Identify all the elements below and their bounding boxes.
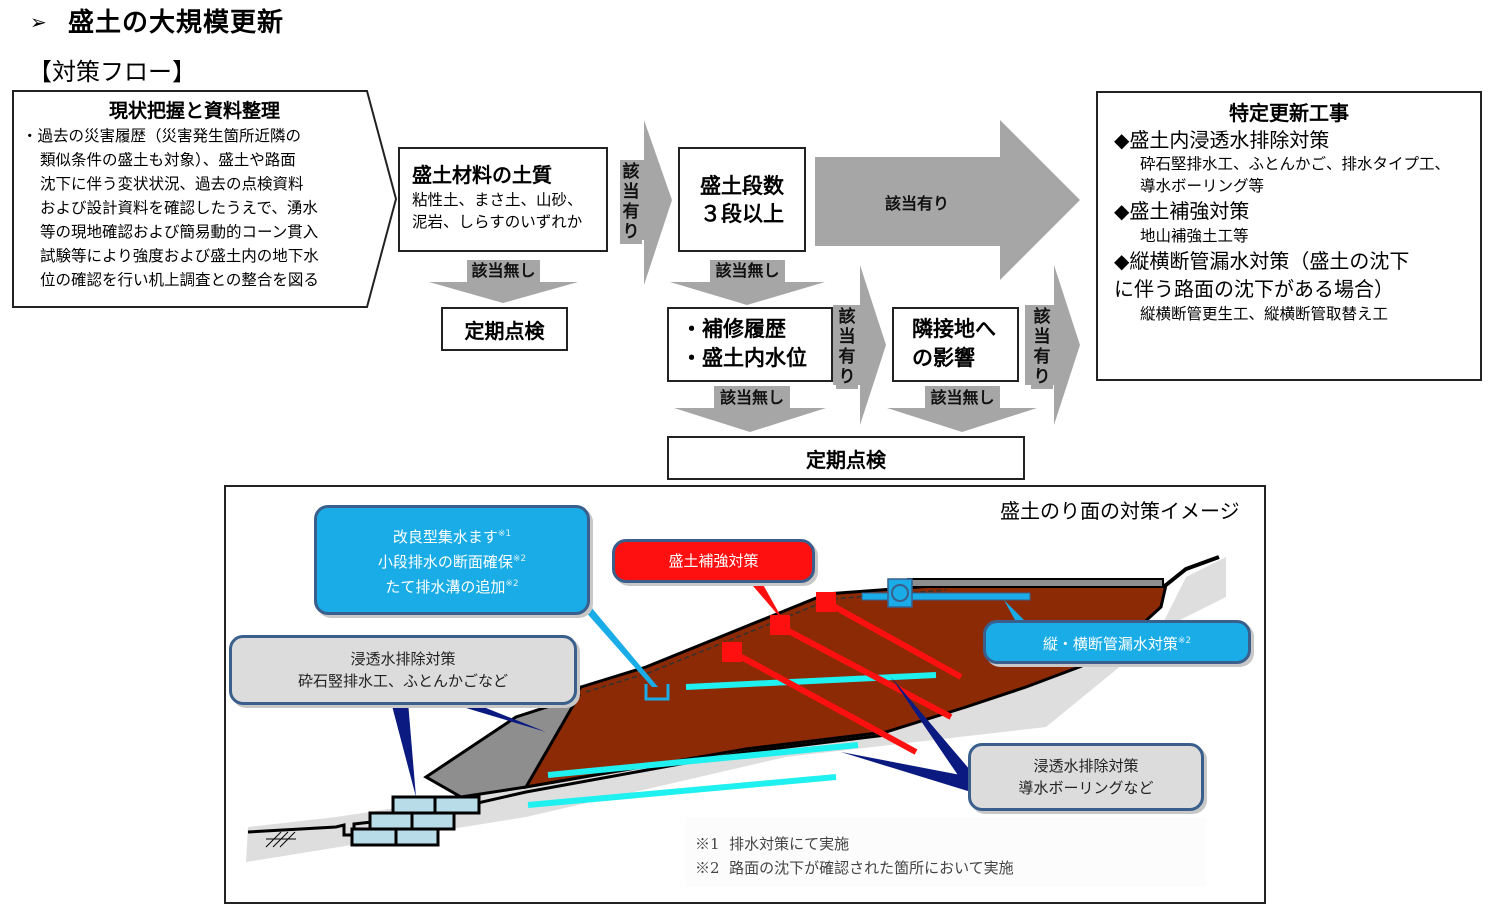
tiers-box: 盛土段数 ３段以上 bbox=[678, 147, 806, 252]
measure-heading: ◆盛土内浸透水排除対策 bbox=[1114, 128, 1330, 152]
applicable-label: 該当有り bbox=[836, 305, 858, 389]
seepage-left-callout: 浸透水排除対策 砕石竪排水工、ふとんかごなど bbox=[229, 635, 577, 705]
history-line: ・補修履歴 bbox=[681, 317, 786, 341]
start-line: 沈下に伴う変状状況、過去の点検資料 bbox=[40, 175, 304, 193]
nail-heads bbox=[722, 592, 836, 662]
measure-detail: 砕石堅排水工、ふとんかご、排水タイプ工、 bbox=[1140, 155, 1451, 173]
measure-heading: ◆盛土補強対策 bbox=[1114, 199, 1250, 223]
applicable-label: 該当有り bbox=[620, 160, 642, 244]
illustration-title: 盛土のり面の対策イメージ bbox=[1000, 499, 1240, 523]
pointer-drainage bbox=[576, 601, 658, 687]
not-applicable-label: 該当無し bbox=[710, 261, 785, 281]
diamond-bullet-icon: ◆ bbox=[1114, 199, 1130, 223]
history-box: ・補修履歴 ・盛土内水位 bbox=[667, 307, 833, 382]
drain-pipe bbox=[547, 742, 859, 778]
pointer-seepage-right-1 bbox=[891, 677, 976, 787]
start-box-text: ・過去の災害履歴（災害発生箇所近隣の 類似条件の盛土も対象）、盛土や路面 沈下に… bbox=[22, 124, 367, 292]
applicable-label: 該当有り bbox=[1031, 305, 1053, 389]
start-line: 試験等により強度および盛土内の地下水 bbox=[40, 247, 319, 265]
flow-subtitle: 【対策フロー】 bbox=[28, 58, 196, 86]
tiers-line: ３段以上 bbox=[700, 201, 784, 226]
history-line: ・盛土内水位 bbox=[681, 346, 807, 370]
start-box-shape bbox=[12, 90, 397, 308]
start-line: ・過去の災害履歴（災害発生箇所近隣の bbox=[22, 127, 302, 145]
specific-renewal-box: 特定更新工事 ◆盛土内浸透水排除対策 砕石堅排水工、ふとんかご、排水タイプ工、 … bbox=[1096, 91, 1482, 381]
measure-heading-cont: に伴う路面の沈下がある場合） bbox=[1114, 277, 1394, 301]
pointer-reinforcement bbox=[741, 572, 784, 622]
soil-nail bbox=[734, 651, 918, 755]
pointer-seepage-left-2 bbox=[446, 702, 546, 732]
pipe bbox=[861, 592, 1031, 601]
measure-detail: 地山補強土工等 bbox=[1140, 227, 1249, 245]
tiers-line: 盛土段数 bbox=[700, 173, 784, 198]
drainage-callout: 改良型集水ます※1 小段排水の断面確保※2 たて排水溝の追加※2 bbox=[314, 505, 590, 615]
soil-material-title: 盛土材料の土質 bbox=[412, 163, 552, 187]
footnote: ※1 排水対策にて実施 bbox=[695, 835, 850, 853]
applicable-label: 該当有り bbox=[885, 194, 950, 213]
periodic-inspection-box: 定期点検 bbox=[441, 307, 568, 351]
drain-pipe bbox=[685, 672, 937, 690]
start-box: 現状把握と資料整理 ・過去の災害履歴（災害発生箇所近隣の 類似条件の盛土も対象）… bbox=[22, 98, 367, 292]
measure-heading: ◆縦横断管漏水対策（盛土の沈下 bbox=[1114, 249, 1410, 273]
measure-detail: 縦横断管更生工、縦横断管取替え工 bbox=[1140, 305, 1389, 323]
not-applicable-label: 該当無し bbox=[714, 388, 790, 408]
soil-nail bbox=[824, 599, 963, 680]
specific-renewal-title: 特定更新工事 bbox=[1229, 101, 1349, 125]
page-title-text: 盛土の大規模更新 bbox=[68, 8, 285, 38]
start-line: 位の確認を行い机上調査との整合を図る bbox=[40, 271, 319, 289]
gabion-blocks bbox=[350, 795, 481, 847]
reinforcement-bars bbox=[734, 599, 963, 755]
arrow-right-tiers-to-result bbox=[815, 120, 1080, 280]
seepage-right-callout: 浸透水排除対策 導水ボーリングなど bbox=[968, 743, 1204, 811]
page-title: ➢ 盛土の大規模更新 bbox=[30, 2, 284, 39]
diamond-bullet-icon: ◆ bbox=[1114, 128, 1130, 152]
start-line: および設計資料を確認したうえで、湧水 bbox=[40, 199, 318, 217]
adjacent-line: の影響 bbox=[912, 346, 975, 370]
soil-nail bbox=[779, 624, 953, 720]
arrow-down-tiers bbox=[670, 260, 825, 305]
start-line: 等の現地確認および簡易動的コーン貫入 bbox=[40, 223, 319, 241]
footnote: ※2 路面の沈下が確認された箇所において実施 bbox=[695, 859, 1014, 877]
soil-material-line: 粘性土、まさ土、山砂、 bbox=[412, 191, 583, 209]
gravel-drain bbox=[423, 694, 582, 799]
arrow-bullet-icon: ➢ bbox=[30, 10, 48, 34]
not-applicable-label: 該当無し bbox=[925, 388, 1000, 408]
diamond-bullet-icon: ◆ bbox=[1114, 249, 1130, 273]
pointer-seepage-left-1 bbox=[391, 702, 416, 797]
measure-detail: 導水ボーリング等 bbox=[1140, 177, 1265, 195]
not-applicable-label: 該当無し bbox=[467, 261, 540, 281]
drain-pipe bbox=[527, 774, 837, 808]
pointer-pipe bbox=[1004, 600, 1026, 622]
footnotes: ※1 排水対策にて実施 ※2 路面の沈下が確認された箇所において実施 bbox=[695, 832, 1014, 880]
berm-drain bbox=[644, 684, 670, 701]
pointer-seepage-right-2 bbox=[841, 752, 971, 792]
adjacent-line: 隣接地へ bbox=[912, 317, 996, 341]
soil-material-line: 泥岩、しらすのいずれか bbox=[412, 213, 583, 231]
periodic-inspection-box: 定期点検 bbox=[667, 436, 1025, 480]
arrow-down-soil bbox=[429, 260, 578, 303]
pipe-leak-callout: 縦・横断管漏水対策※2 bbox=[983, 620, 1251, 664]
soil-material-box: 盛土材料の土質 粘性土、まさ土、山砂、 泥岩、しらすのいずれか bbox=[398, 147, 608, 252]
reinforcement-callout: 盛土補強対策 bbox=[612, 539, 815, 583]
start-line: 類似条件の盛土も対象）、盛土や路面 bbox=[40, 151, 296, 169]
horizontal-drains bbox=[527, 672, 937, 808]
start-box-title: 現状把握と資料整理 bbox=[108, 100, 280, 122]
adjacent-box: 隣接地へ の影響 bbox=[892, 307, 1019, 382]
